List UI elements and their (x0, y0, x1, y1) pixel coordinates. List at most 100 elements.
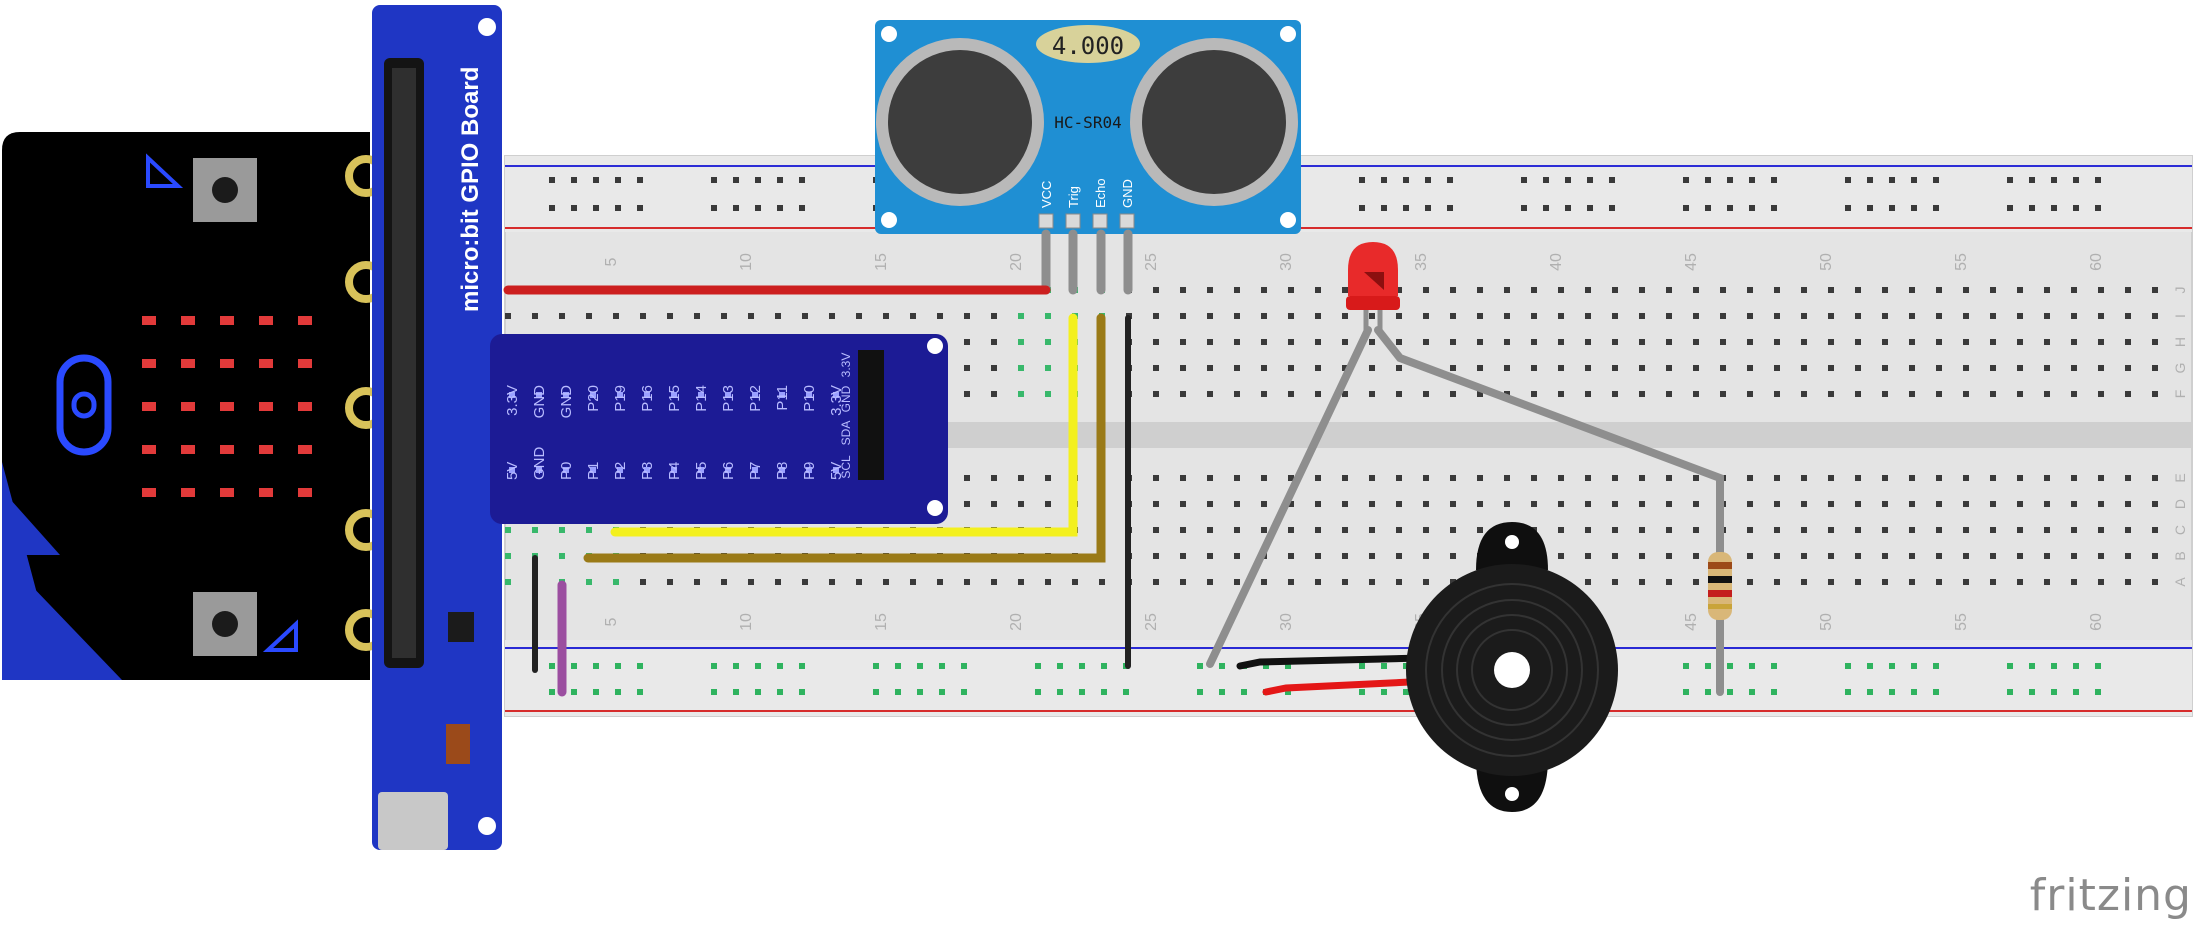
gpio-pin-label: P2 (612, 462, 629, 480)
led-matrix-pixel (259, 316, 273, 325)
led-matrix (142, 316, 312, 497)
gpio-pin-label: GND (558, 385, 575, 419)
led-matrix-pixel (259, 445, 273, 454)
led-matrix-pixel (220, 402, 234, 411)
wire-echo-brown (583, 313, 1106, 563)
gpio-pin-label: P1 (585, 462, 602, 480)
breadboard-row-letters: J I H G F E D C B A (2172, 287, 2188, 587)
gpio-pin-label: P13 (720, 385, 737, 412)
gpio-pin-label: P15 (666, 385, 683, 412)
column-number-top: 60 (2088, 253, 2105, 271)
led-matrix-pixel (142, 445, 156, 454)
sensor-pin-label: GND (1120, 179, 1135, 208)
piezo-buzzer (1406, 522, 1618, 812)
led (1346, 242, 1400, 334)
column-number-bottom: 15 (873, 613, 890, 631)
gpio-side-pin-label: 3.3V (839, 353, 853, 378)
row-letter-bottom: A (2172, 577, 2188, 587)
row-letter-bottom: C (2172, 525, 2188, 535)
gpio-pin-label: P0 (558, 462, 575, 480)
led-matrix-pixel (181, 445, 195, 454)
led-matrix-pixel (298, 402, 312, 411)
led-matrix-pixel (220, 316, 234, 325)
column-number-top: 10 (738, 253, 755, 271)
column-number-top: 45 (1683, 253, 1700, 271)
led-matrix-pixel (220, 488, 234, 497)
gpio-pin-breakout: 3.3V GND GND P20 P19 P16 P15 P14 P13 P12 P11 P10 3.3… (490, 334, 948, 524)
gpio-pin-label: P8 (774, 462, 791, 480)
column-number-bottom: 50 (1818, 613, 1835, 631)
row-letter-top: J (2172, 287, 2188, 294)
gpio-pin-label: P20 (585, 385, 602, 412)
led-matrix-pixel (298, 445, 312, 454)
column-number-top: 15 (873, 253, 890, 271)
row-letter-bottom: B (2172, 551, 2188, 560)
led-matrix-pixel (181, 488, 195, 497)
gpio-pin-label: P14 (693, 385, 710, 412)
row-letter-top: F (2172, 390, 2188, 399)
sensor-display: 4.000 (1052, 32, 1124, 60)
gpio-pin-label: P6 (720, 462, 737, 480)
row-letter-bottom: D (2172, 499, 2188, 509)
column-number-bottom: 30 (1278, 613, 1295, 631)
gpio-pin-label: P5 (693, 462, 710, 480)
led-matrix-pixel (298, 488, 312, 497)
gpio-pin-label: P19 (612, 385, 629, 412)
gpio-side-pin-label: GND (839, 385, 853, 412)
gpio-pin-label: 3.3V (504, 385, 521, 416)
column-number-top: 35 (1413, 253, 1430, 271)
led-matrix-pixel (142, 316, 156, 325)
column-number-bottom: 5 (603, 617, 620, 626)
gpio-pin-label: P4 (666, 462, 683, 480)
transmitter-icon (888, 50, 1032, 194)
column-number-bottom: 25 (1143, 613, 1160, 631)
led-matrix-pixel (181, 402, 195, 411)
led-matrix-pixel (259, 359, 273, 368)
row-letter-bottom: E (2172, 473, 2188, 482)
column-number-top: 50 (1818, 253, 1835, 271)
column-number-top: 25 (1143, 253, 1160, 271)
led-matrix-pixel (259, 488, 273, 497)
triangle-a-icon (146, 153, 184, 188)
led-matrix-pixel (181, 316, 195, 325)
led-matrix-pixel (142, 488, 156, 497)
row-letter-top: G (2172, 363, 2188, 374)
column-number-bottom: 60 (2088, 613, 2105, 631)
logo-icon (56, 354, 112, 456)
gpio-pin-label: P10 (801, 385, 818, 412)
row-letter-top: I (2172, 314, 2188, 318)
gpio-side-pin-label: SDA (839, 421, 853, 446)
gpio-board-title: micro:bit GPIO Board (457, 67, 484, 312)
column-number-top: 5 (603, 257, 620, 266)
column-number-top: 40 (1548, 253, 1565, 271)
gpio-pin-label: P12 (747, 385, 764, 412)
gpio-pin-label: GND (531, 447, 548, 481)
receiver-icon (1142, 50, 1286, 194)
led-matrix-pixel (298, 316, 312, 325)
gpio-pin-label: 5V (504, 462, 521, 480)
gpio-side-pin-label: SCL (839, 455, 853, 479)
gpio-pin-label: P16 (639, 385, 656, 412)
led-matrix-pixel (220, 445, 234, 454)
wire-trig-yellow (610, 313, 1078, 537)
column-number-bottom: 45 (1683, 613, 1700, 631)
wire-led-cathode-gray (1206, 326, 1372, 668)
sensor-pin-label: VCC (1039, 181, 1054, 208)
gpio-pin-label: P3 (639, 462, 656, 480)
sensor-pin-label: Echo (1093, 178, 1108, 208)
column-number-top: 55 (1953, 253, 1970, 271)
brand-logo: fritzing (2029, 870, 2192, 921)
led-matrix-pixel (298, 359, 312, 368)
microbit (2, 132, 387, 680)
wire-buzzer-red (1262, 678, 1414, 696)
row-letter-top: H (2172, 337, 2188, 347)
gpio-pin-label: GND (531, 385, 548, 419)
gpio-pin-label: 5V (828, 462, 845, 480)
gpio-pin-label: P11 (774, 385, 791, 411)
led-matrix-pixel (181, 359, 195, 368)
led-matrix-pixel (142, 359, 156, 368)
